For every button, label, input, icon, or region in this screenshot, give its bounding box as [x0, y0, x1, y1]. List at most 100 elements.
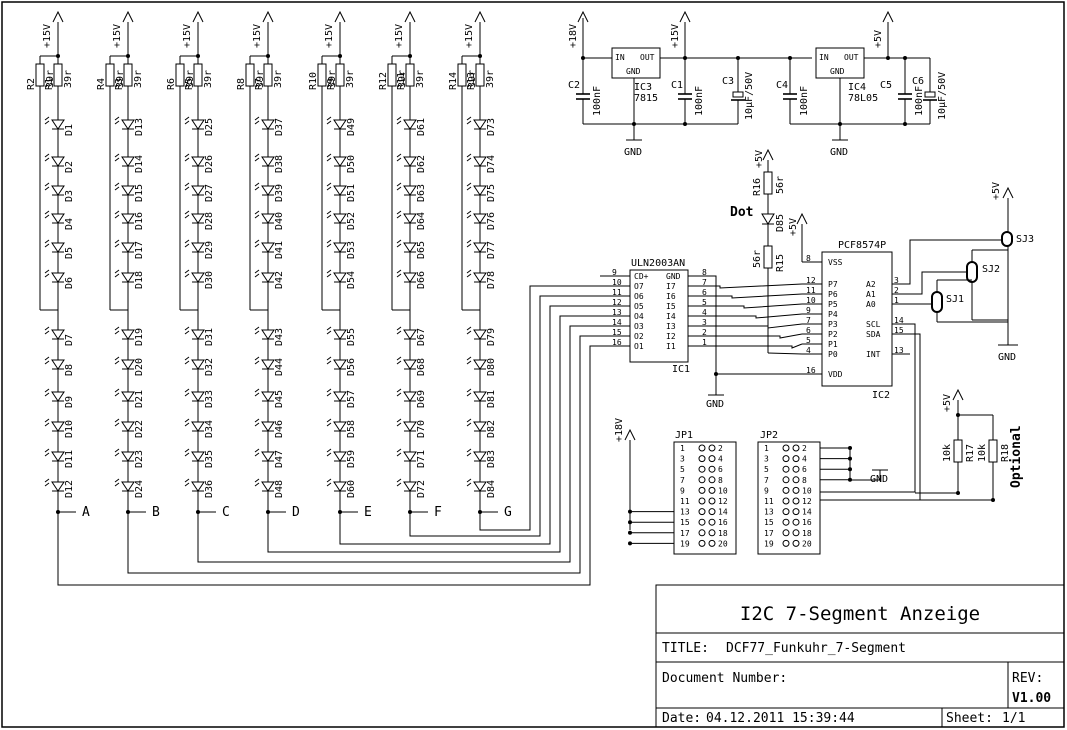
wire — [184, 210, 190, 215]
connector-pin-num: 3 — [680, 455, 685, 464]
uln-pin-name: O3 — [634, 322, 644, 331]
wire — [44, 116, 50, 121]
led-name: D26 — [204, 155, 215, 173]
led-symbol — [261, 391, 275, 402]
ic3-name: IC3 — [634, 82, 652, 93]
connector-pin-num: 11 — [680, 497, 690, 506]
led-symbol — [473, 391, 487, 402]
connector-pin-num: 17 — [764, 529, 774, 538]
sj3-name: SJ3 — [1016, 234, 1034, 245]
junction-dot — [628, 530, 632, 535]
wire — [184, 392, 190, 397]
title-block: I2C 7-Segment Anzeige TITLE: DCF77_Funku… — [655, 584, 1065, 728]
pcf-pin-num: 6 — [806, 326, 811, 335]
uln-pin-num: 1 — [702, 338, 707, 347]
rev-label: REV: — [1012, 671, 1043, 686]
pcf-pin-name: P7 — [828, 280, 838, 289]
wire — [466, 273, 472, 278]
led-symbol — [403, 391, 417, 402]
resistor-right-name: R3 — [114, 78, 125, 90]
wire — [254, 116, 260, 121]
uln-part: ULN2003AN — [631, 258, 685, 269]
c2-name: C2 — [568, 80, 580, 91]
rail-15v-label: +15V — [182, 24, 193, 48]
wire — [114, 157, 120, 162]
led-name: D9 — [64, 396, 75, 408]
wire — [114, 214, 120, 219]
wire — [254, 478, 260, 483]
c6-name: C6 — [912, 76, 924, 87]
pcf-to-uln-wire — [710, 283, 803, 289]
led-name: D22 — [134, 420, 145, 438]
rail-15v-psu-label: +15V — [670, 24, 681, 48]
uln-pin-name: I6 — [666, 292, 676, 301]
connector-pin-num: 15 — [680, 518, 690, 527]
uln-pin-num: 10 — [612, 278, 622, 287]
led-symbol — [261, 156, 275, 167]
wire — [254, 214, 260, 219]
led-symbol — [121, 185, 135, 196]
led-name: D48 — [274, 480, 285, 498]
dot-to-p0 — [767, 352, 803, 355]
dot-section: +5V R16 56r Dot D85 56r R15 — [730, 148, 786, 353]
led-name: D13 — [134, 118, 145, 136]
led-symbol — [473, 119, 487, 130]
led-name: D40 — [274, 212, 285, 230]
wire — [254, 482, 260, 487]
pcf-pin-name: VDD — [828, 370, 843, 379]
jp2-name: JP2 — [760, 430, 778, 441]
wire — [396, 452, 402, 457]
led-symbol — [191, 451, 205, 462]
sheet-label: Sheet: — [946, 711, 993, 726]
connector-pin — [792, 508, 800, 516]
led-symbol — [403, 185, 417, 196]
wire — [114, 388, 120, 393]
led-symbol — [261, 119, 275, 130]
wire — [396, 422, 402, 427]
connector-pin — [792, 518, 800, 526]
ic3-gnd: GND — [626, 67, 641, 76]
wire — [184, 388, 190, 393]
scl-wire — [820, 323, 916, 493]
r15-name: R15 — [775, 254, 786, 272]
resistor-right-name: R9 — [326, 78, 337, 90]
r18-value: 10k — [977, 444, 988, 462]
led-name: D77 — [486, 241, 497, 259]
led-symbol — [191, 213, 205, 224]
led-name: D62 — [416, 155, 427, 173]
led-symbol — [191, 359, 205, 370]
rev-value: V1.00 — [1012, 691, 1051, 706]
wire — [326, 182, 332, 187]
led-name: D49 — [346, 118, 357, 136]
wire — [326, 186, 332, 191]
led-name: D16 — [134, 212, 145, 230]
wire — [254, 153, 260, 158]
resistor-right-name: R11 — [396, 72, 407, 90]
ic3-in: IN — [615, 53, 625, 62]
led-name: D59 — [346, 450, 357, 468]
led-name: D61 — [416, 118, 427, 136]
led-name: D24 — [134, 480, 145, 498]
rail-15v-label: +15V — [112, 24, 123, 48]
led-symbol — [403, 421, 417, 432]
uln-pin-name: O4 — [634, 312, 644, 321]
resistor-left-value: 39r — [255, 70, 266, 88]
wire — [44, 330, 50, 335]
resistor-right-name: R7 — [254, 78, 265, 90]
c4-name: C4 — [776, 80, 788, 91]
led-symbol — [121, 451, 135, 462]
pcf-pin-name: P1 — [828, 340, 838, 349]
led-name: D53 — [346, 241, 357, 259]
wire — [466, 330, 472, 335]
segment-return-wire — [339, 305, 630, 545]
wire — [184, 120, 190, 125]
led-name: D82 — [486, 420, 497, 438]
wire — [254, 182, 260, 187]
c4-value: 100nF — [799, 86, 810, 116]
wire — [184, 214, 190, 219]
uln-pin-name: I3 — [666, 322, 676, 331]
wire — [466, 478, 472, 483]
resistor-right-value: 39r — [415, 70, 426, 88]
resistor-right-name: R5 — [184, 78, 195, 90]
